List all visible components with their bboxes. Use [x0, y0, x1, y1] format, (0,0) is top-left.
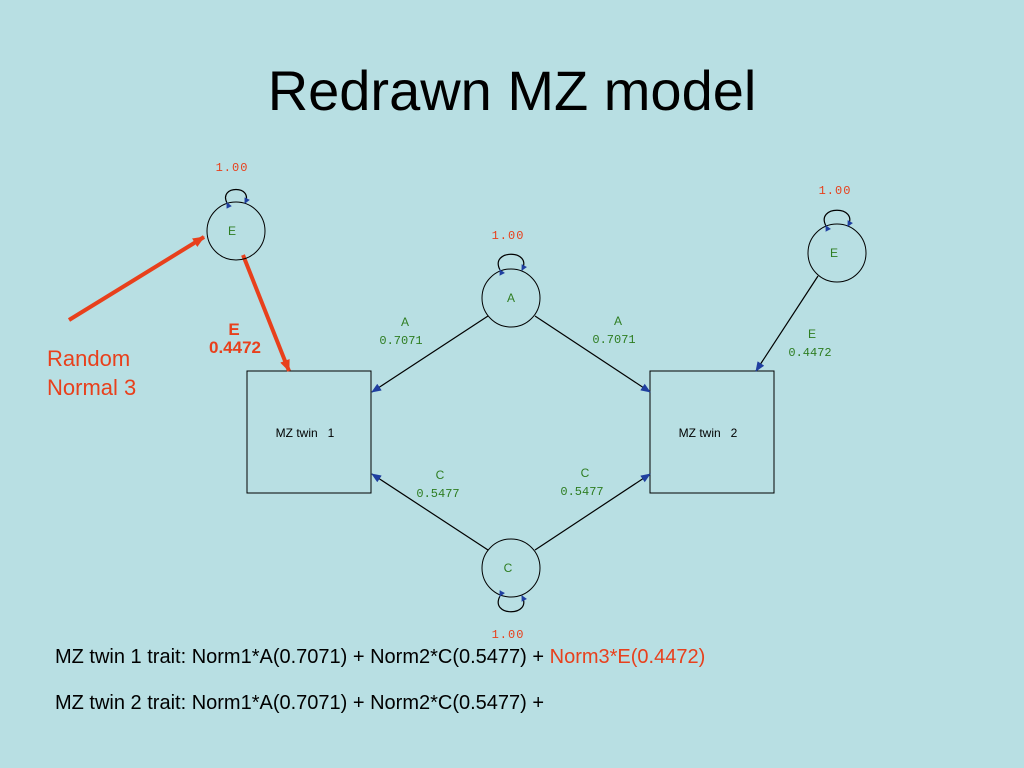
twin1-formula: MZ twin 1 trait: Norm1*A(0.7071) + Norm2… [55, 646, 705, 669]
path-a2-name: A [614, 314, 622, 328]
c-variance-value: 1.00 [492, 628, 525, 642]
c-node-label: C [504, 561, 513, 575]
path-e1-twin1 [241, 254, 291, 372]
path-c1-value: 0.5477 [416, 487, 459, 501]
twin2-label: MZ twin 2 [679, 426, 738, 440]
path-c-twin2 [534, 473, 651, 551]
path-a1-name: A [401, 315, 409, 329]
twin1-formula-text: MZ twin 1 trait: Norm1*A(0.7071) + Norm2… [55, 646, 550, 668]
path-c-twin1 [371, 473, 489, 551]
twin1-formula-highlight: Norm3*E(0.4472) [549, 646, 706, 668]
twin1-label: MZ twin 1 [276, 426, 335, 440]
page-title: Redrawn MZ model [267, 59, 757, 122]
path-c2-name: C [581, 466, 590, 480]
a-node-label: A [507, 291, 515, 305]
path-e1-name: E [228, 320, 239, 339]
random-normal-annotation: Random Normal 3 [47, 344, 136, 402]
annotation-arrow [67, 235, 206, 322]
twin2-formula: MZ twin 2 trait: Norm1*A(0.7071) + Norm2… [55, 692, 544, 715]
path-a1-value: 0.7071 [379, 334, 422, 348]
path-c2-value: 0.5477 [560, 485, 603, 499]
twin2-formula-text: MZ twin 2 trait: Norm1*A(0.7071) + Norm2… [55, 692, 545, 714]
e1-node-label: E [228, 224, 236, 238]
c-variance-loop [497, 590, 527, 613]
annotation-line2: Normal 3 [47, 375, 137, 400]
a-variance-loop [497, 253, 527, 276]
e2-node-label: E [830, 246, 838, 260]
e1-variance-loop [224, 189, 250, 209]
annotation-line1: Random [47, 346, 131, 371]
twin1-box [246, 370, 372, 494]
path-a-twin1 [371, 315, 489, 393]
e2-variance-loop [823, 209, 853, 232]
a-variance-value: 1.00 [492, 229, 525, 243]
path-a2-value: 0.7071 [592, 333, 635, 347]
e2-variance-value: 1.00 [819, 184, 852, 198]
path-c1-name: C [436, 468, 445, 482]
path-e2-value: 0.4472 [788, 346, 831, 360]
path-e1-value: 0.4472 [209, 338, 261, 357]
path-e2-name: E [808, 327, 816, 341]
path-e2-twin2 [755, 275, 819, 372]
path-a-twin2 [534, 315, 651, 393]
e1-variance-value: 1.00 [216, 161, 249, 175]
twin2-box [649, 370, 775, 494]
